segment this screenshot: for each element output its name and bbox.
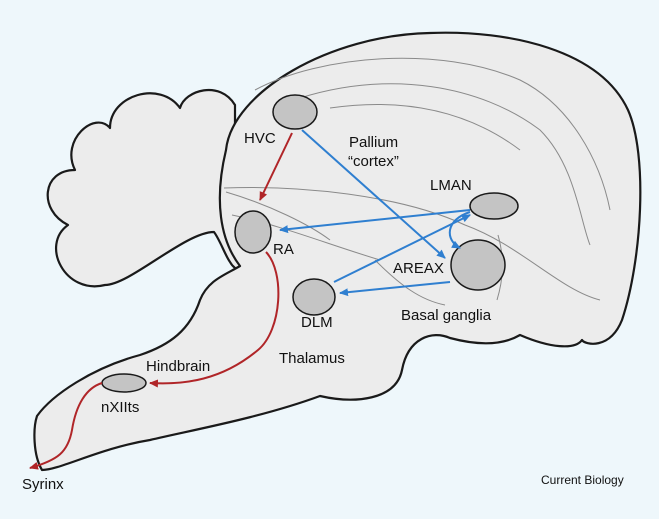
thalamus-label: Thalamus <box>279 350 345 367</box>
brain-outline <box>33 31 642 472</box>
lman-label: LMAN <box>430 177 472 194</box>
arrow-ra-to-nxiits <box>149 251 280 388</box>
syrinx-label: Syrinx <box>22 476 64 493</box>
arrow-areax-to-dlm <box>339 281 451 297</box>
nxiits-nucleus <box>101 373 147 393</box>
areax-label: AREAX <box>393 260 444 277</box>
journal-credit: Current Biology <box>541 473 624 487</box>
cortex-label: “cortex” <box>348 153 399 170</box>
arrow-lman-to-ra <box>279 209 471 234</box>
cerebellum-outline <box>46 88 270 288</box>
motor-pathway <box>29 132 293 470</box>
arrow-lman-to-areax <box>448 211 471 249</box>
dlm-nucleus <box>292 278 336 316</box>
anterior-forebrain-pathway <box>279 129 471 297</box>
ra-label: RA <box>273 241 294 258</box>
arrow-dlm-to-lman <box>333 214 471 283</box>
arrow-hvc-to-areax <box>301 129 446 259</box>
pallium-label: Pallium <box>349 134 398 151</box>
areax-nucleus <box>450 239 506 291</box>
lman-nucleus <box>469 192 519 220</box>
arrow-nxiits-to-syrinx <box>29 382 103 470</box>
hvc-nucleus <box>272 94 318 130</box>
basal-ganglia-label: Basal ganglia <box>401 307 492 324</box>
lamina-lines <box>223 57 611 306</box>
hindbrain-label: Hindbrain <box>146 358 210 375</box>
dlm-label: DLM <box>301 314 333 331</box>
arrow-hvc-to-ra <box>259 132 293 201</box>
nxiits-label: nXIIts <box>101 399 139 416</box>
hvc-label: HVC <box>244 130 276 147</box>
ra-nucleus <box>234 210 272 254</box>
